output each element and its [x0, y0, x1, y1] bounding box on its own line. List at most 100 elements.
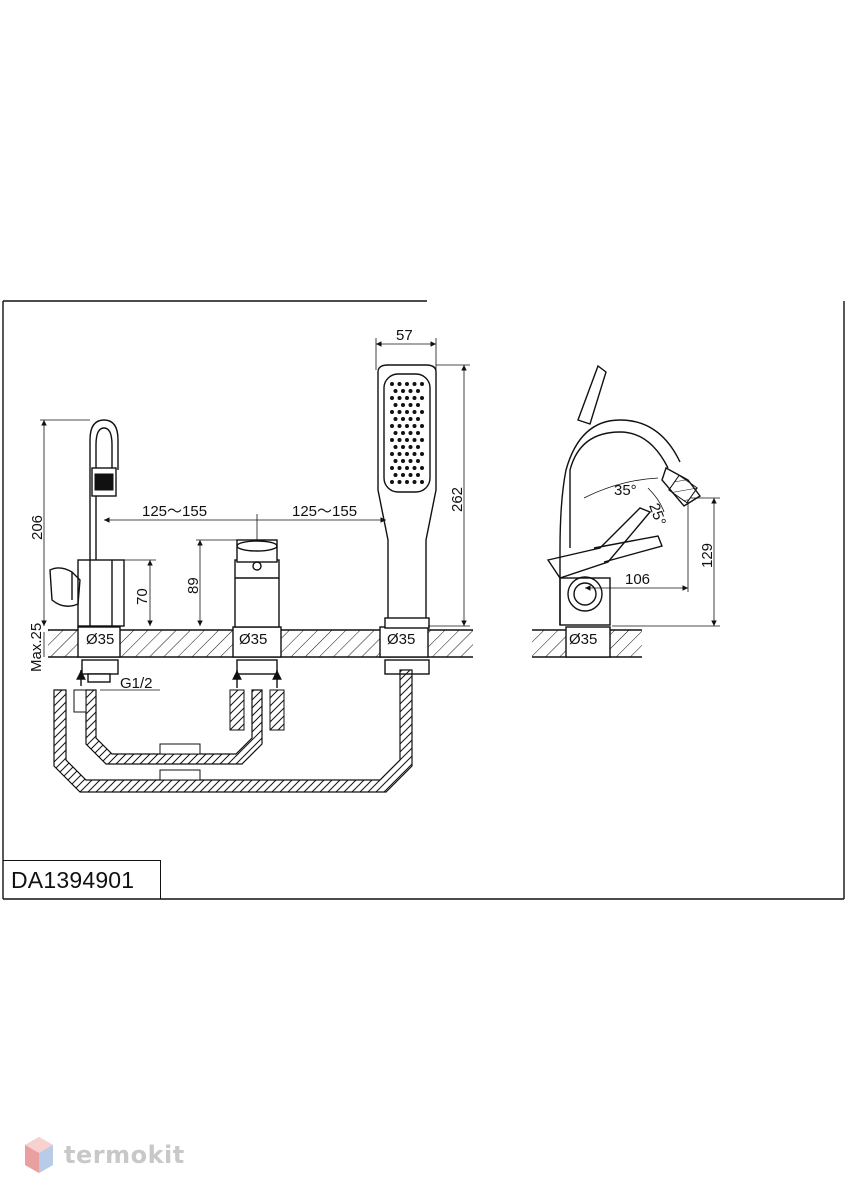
nozzle-dot: [420, 452, 424, 456]
nozzle-dot: [405, 382, 409, 386]
dim-shower-width: 57: [396, 327, 413, 344]
nozzle-dot: [416, 445, 420, 449]
nozzle-dot: [390, 396, 394, 400]
dim-shower-height: 262: [449, 487, 466, 512]
nozzle-dot: [412, 452, 417, 456]
hand-shower-assembly: [377, 364, 437, 675]
nozzle-dot: [397, 382, 402, 386]
nozzle-dot: [408, 431, 413, 435]
dim-thread: G1/2: [120, 675, 153, 692]
nozzle-dot: [401, 445, 405, 449]
nozzle-dot: [416, 473, 420, 477]
dim-hole-3: Ø35: [387, 631, 415, 648]
dimension-lines: [40, 338, 720, 691]
nozzle-dot: [408, 403, 413, 407]
nozzle-dot: [397, 466, 402, 470]
nozzle-dot: [420, 424, 424, 428]
nozzle-dot: [401, 459, 405, 463]
nozzle-dot: [390, 382, 394, 386]
nozzle-dot: [408, 459, 413, 463]
nozzle-dot: [401, 403, 405, 407]
drawing-frame: [2, 300, 845, 900]
nozzle-dot: [397, 424, 402, 428]
nozzle-dot: [405, 466, 409, 470]
nozzle-dot: [416, 459, 420, 463]
watermark-logo: termokit: [24, 1136, 185, 1174]
dim-side-hole: Ø35: [569, 631, 597, 648]
nozzle-dot: [401, 389, 405, 393]
mixer-assembly: [232, 539, 282, 675]
dimension-labels: 206 70 Max.25 125～155 125～155 89 57 262 …: [28, 327, 716, 692]
nozzle-dot: [393, 417, 398, 421]
nozzle-dot: [412, 424, 417, 428]
dim-side-height: 129: [699, 543, 716, 568]
nozzle-dot: [393, 459, 398, 463]
braided-hoses: [53, 669, 413, 793]
nozzle-dot: [420, 410, 424, 414]
dim-spacing-right: 125～155: [292, 503, 357, 520]
nozzle-dot: [408, 417, 413, 421]
nozzle-dot: [412, 466, 417, 470]
nozzle-dot: [408, 389, 413, 393]
nozzle-dot: [420, 382, 424, 386]
dim-body-height: 70: [134, 588, 151, 605]
nozzle-dot: [412, 410, 417, 414]
nozzle-dot: [390, 424, 394, 428]
nozzle-dot: [397, 438, 402, 442]
dim-spout-height: 206: [29, 515, 46, 540]
model-code: DA1394901: [11, 867, 135, 893]
nozzle-dot: [397, 396, 402, 400]
nozzle-dot: [412, 438, 417, 442]
spout-assembly: [49, 419, 125, 683]
nozzle-dot: [390, 466, 394, 470]
nozzle-dot: [405, 396, 409, 400]
nozzle-dot: [390, 438, 394, 442]
nozzle-dot: [405, 438, 409, 442]
dim-angle-lower: 25°: [645, 501, 669, 528]
dim-hole-2: Ø35: [239, 631, 267, 648]
shower-nozzles: [390, 382, 424, 484]
hexagon-logo-icon: [25, 1137, 53, 1173]
nozzle-dot: [390, 410, 394, 414]
nozzle-dot: [401, 473, 405, 477]
nozzle-dot: [408, 445, 413, 449]
nozzle-dot: [397, 480, 402, 484]
nozzle-dot: [393, 473, 398, 477]
dim-reach: 106: [625, 571, 650, 588]
nozzle-dot: [416, 389, 420, 393]
dim-max-deck: Max.25: [28, 623, 45, 672]
side-view-assembly: [546, 364, 702, 658]
nozzle-dot: [401, 417, 405, 421]
nozzle-dot: [416, 431, 420, 435]
nozzle-dot: [397, 452, 402, 456]
dim-hole-1: Ø35: [86, 631, 114, 648]
nozzle-dot: [390, 452, 394, 456]
nozzle-dot: [420, 466, 424, 470]
dim-spacing-left: 125～155: [142, 503, 207, 520]
nozzle-dot: [420, 438, 424, 442]
nozzle-dot: [412, 382, 417, 386]
nozzle-dot: [408, 473, 413, 477]
watermark-brand: termokit: [64, 1141, 185, 1169]
nozzle-dot: [405, 480, 409, 484]
model-code-box: DA1394901: [3, 860, 161, 899]
dim-angle-upper: 35°: [614, 482, 637, 499]
nozzle-dot: [393, 403, 398, 407]
nozzle-dot: [405, 452, 409, 456]
nozzle-dot: [401, 431, 405, 435]
nozzle-dot: [420, 396, 424, 400]
nozzle-dot: [397, 410, 402, 414]
dim-handle-height: 89: [185, 577, 202, 594]
nozzle-dot: [393, 431, 398, 435]
nozzle-dot: [393, 445, 398, 449]
nozzle-dot: [405, 424, 409, 428]
nozzle-dot: [416, 417, 420, 421]
nozzle-dot: [393, 389, 398, 393]
nozzle-dot: [390, 480, 394, 484]
nozzle-dot: [405, 410, 409, 414]
nozzle-dot: [412, 480, 417, 484]
nozzle-dot: [412, 396, 417, 400]
nozzle-dot: [420, 480, 424, 484]
nozzle-dot: [416, 403, 420, 407]
